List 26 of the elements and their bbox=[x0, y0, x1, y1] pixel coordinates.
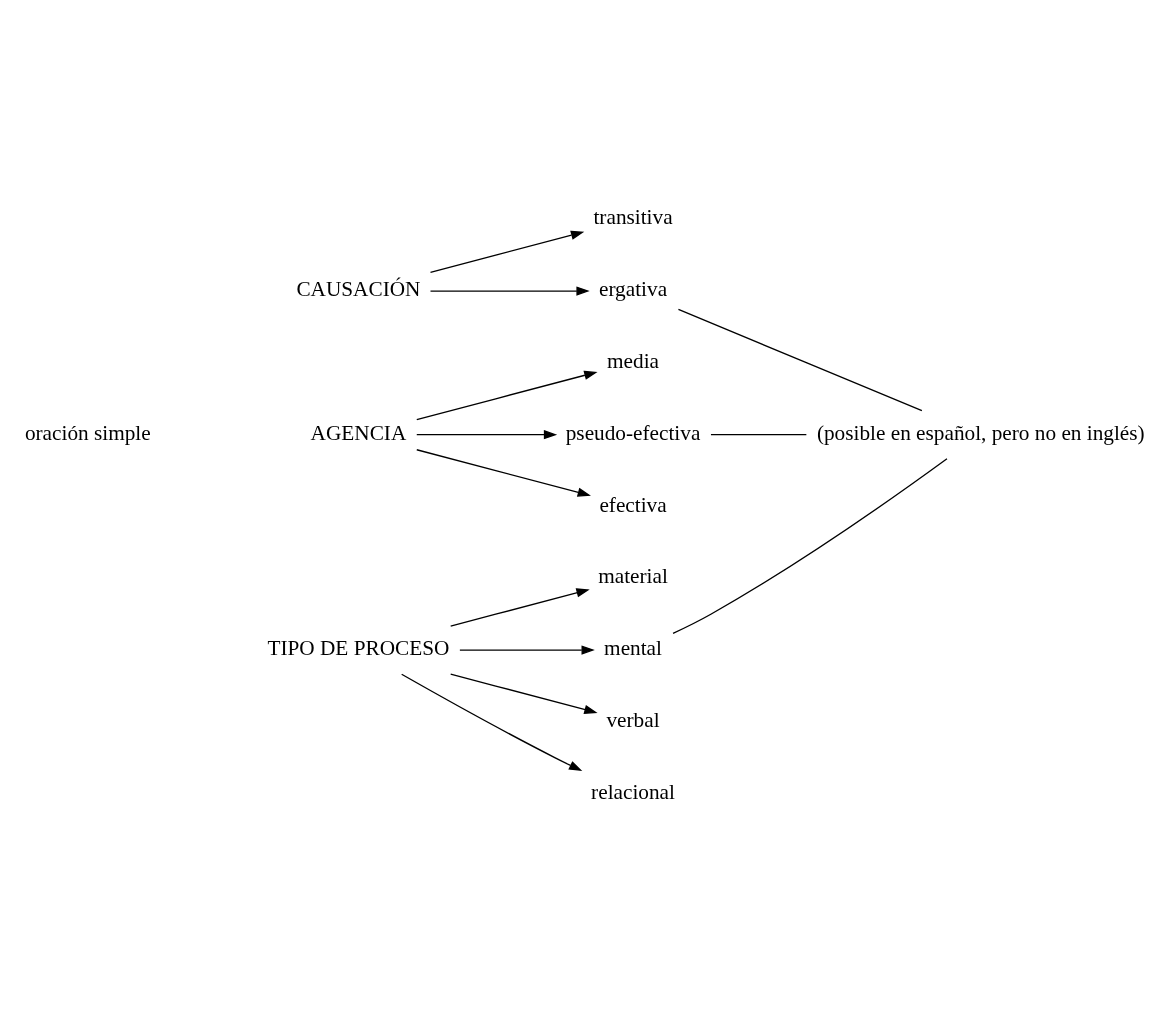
node-text: relacional bbox=[591, 779, 675, 804]
node-text: (posible en español, pero no en inglés) bbox=[816, 420, 1145, 445]
node-text: TIPO DE PROCESO bbox=[267, 635, 450, 660]
connector bbox=[710, 433, 807, 435]
node-text: verbal bbox=[606, 707, 660, 732]
node-text: CAUSACIÓN bbox=[296, 276, 421, 301]
node-text: efectiva bbox=[599, 492, 667, 517]
arrow bbox=[416, 370, 598, 420]
node-text: AGENCIA bbox=[310, 420, 407, 445]
node-text: material bbox=[598, 563, 668, 588]
arrow bbox=[450, 587, 590, 627]
arrow bbox=[429, 230, 585, 273]
arrow bbox=[401, 673, 583, 771]
node-text: ergativa bbox=[598, 276, 668, 301]
node-text: media bbox=[607, 348, 660, 373]
node-text: oración simple bbox=[24, 420, 151, 445]
connector bbox=[677, 308, 923, 411]
node-text: pseudo-efectiva bbox=[565, 420, 701, 445]
connector bbox=[672, 457, 948, 634]
arrow bbox=[459, 644, 595, 655]
node-text: transitiva bbox=[593, 204, 673, 229]
node-text: mental bbox=[604, 635, 662, 660]
arrow bbox=[416, 429, 558, 439]
arrow bbox=[416, 448, 591, 497]
arrow bbox=[450, 672, 598, 714]
arrow bbox=[429, 285, 590, 296]
